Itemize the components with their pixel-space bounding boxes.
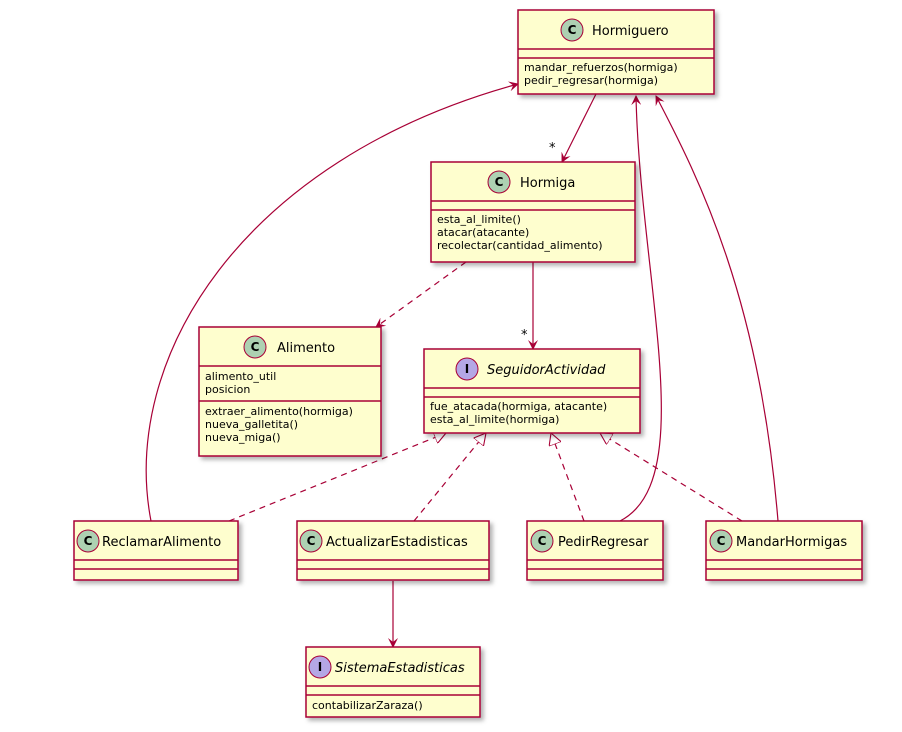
attribute: posicion bbox=[205, 383, 250, 396]
method: esta_al_limite(hormiga) bbox=[430, 413, 559, 426]
class-badge-icon bbox=[299, 529, 323, 553]
class-name: SeguidorActividad bbox=[487, 363, 606, 378]
method: extraer_alimento(hormiga) bbox=[205, 405, 353, 418]
interface-badge-icon bbox=[455, 357, 479, 381]
realization-pedir bbox=[551, 433, 585, 522]
class-badge-icon bbox=[243, 335, 267, 359]
class-badge-icon bbox=[76, 529, 100, 553]
realization-mandar bbox=[600, 433, 743, 522]
method: esta_al_limite() bbox=[437, 213, 521, 226]
badge-letter: C bbox=[538, 534, 547, 548]
class-alimento[interactable]: C Alimento alimento_util posicion extrae… bbox=[198, 326, 382, 457]
badge-letter: C bbox=[84, 534, 93, 548]
class-badge-icon bbox=[487, 170, 511, 194]
class-name: MandarHormigas bbox=[736, 535, 847, 550]
method: contabilizarZaraza() bbox=[312, 699, 423, 712]
class-badge-icon bbox=[530, 529, 554, 553]
class-name: ReclamarAlimento bbox=[102, 535, 221, 550]
class-name: Hormiguero bbox=[592, 24, 669, 39]
method: mandar_refuerzos(hormiga) bbox=[524, 61, 678, 74]
edge-hormiga-alimento bbox=[375, 261, 467, 328]
badge-letter: C bbox=[568, 23, 577, 37]
method: pedir_regresar(hormiga) bbox=[524, 74, 658, 87]
attribute: alimento_util bbox=[205, 370, 276, 383]
method: nueva_miga() bbox=[205, 431, 281, 444]
class-reclamar-alimento[interactable]: C ReclamarAlimento bbox=[73, 520, 239, 581]
class-name: ActualizarEstadisticas bbox=[326, 535, 468, 550]
class-name: Alimento bbox=[277, 341, 335, 356]
badge-letter: C bbox=[495, 175, 504, 189]
class-mandar-hormigas[interactable]: C MandarHormigas bbox=[705, 520, 863, 581]
class-name: SistemaEstadisticas bbox=[335, 661, 465, 676]
edge-mandar-hormiguero bbox=[655, 95, 779, 522]
method: recolectar(cantidad_alimento) bbox=[437, 239, 603, 252]
edge-pedir-hormiguero bbox=[619, 95, 662, 522]
multiplicity-seguidor: * bbox=[521, 328, 528, 343]
interface-sistema-estadisticas[interactable]: I SistemaEstadisticas contabilizarZaraza… bbox=[305, 646, 481, 718]
badge-letter: I bbox=[318, 660, 322, 674]
method: atacar(atacante) bbox=[437, 226, 529, 239]
realization-actualizar bbox=[413, 433, 486, 522]
class-hormiguero[interactable]: C Hormiguero mandar_refuerzos(hormiga) p… bbox=[517, 9, 715, 95]
class-pedir-regresar[interactable]: C PedirRegresar bbox=[526, 520, 664, 581]
interface-seguidor-actividad[interactable]: I SeguidorActividad fue_atacada(hormiga,… bbox=[423, 348, 641, 434]
edge-reclamar-hormiguero bbox=[145, 81, 519, 522]
class-badge-icon bbox=[560, 18, 584, 42]
badge-letter: C bbox=[307, 534, 316, 548]
class-badge-icon bbox=[709, 529, 733, 553]
edge-hormiguero-hormiga bbox=[561, 93, 597, 163]
badge-letter: I bbox=[465, 362, 469, 376]
badge-letter: C bbox=[251, 340, 260, 354]
interface-badge-icon bbox=[308, 655, 332, 679]
badge-letter: C bbox=[717, 534, 726, 548]
class-name: PedirRegresar bbox=[558, 535, 649, 550]
multiplicity-hormiga: * bbox=[549, 141, 556, 156]
class-actualizar-estadisticas[interactable]: C ActualizarEstadisticas bbox=[296, 520, 490, 581]
class-hormiga[interactable]: C Hormiga esta_al_limite() atacar(atacan… bbox=[430, 161, 636, 263]
method: fue_atacada(hormiga, atacante) bbox=[430, 400, 607, 413]
method: nueva_galletita() bbox=[205, 418, 298, 431]
class-name: Hormiga bbox=[520, 176, 575, 191]
